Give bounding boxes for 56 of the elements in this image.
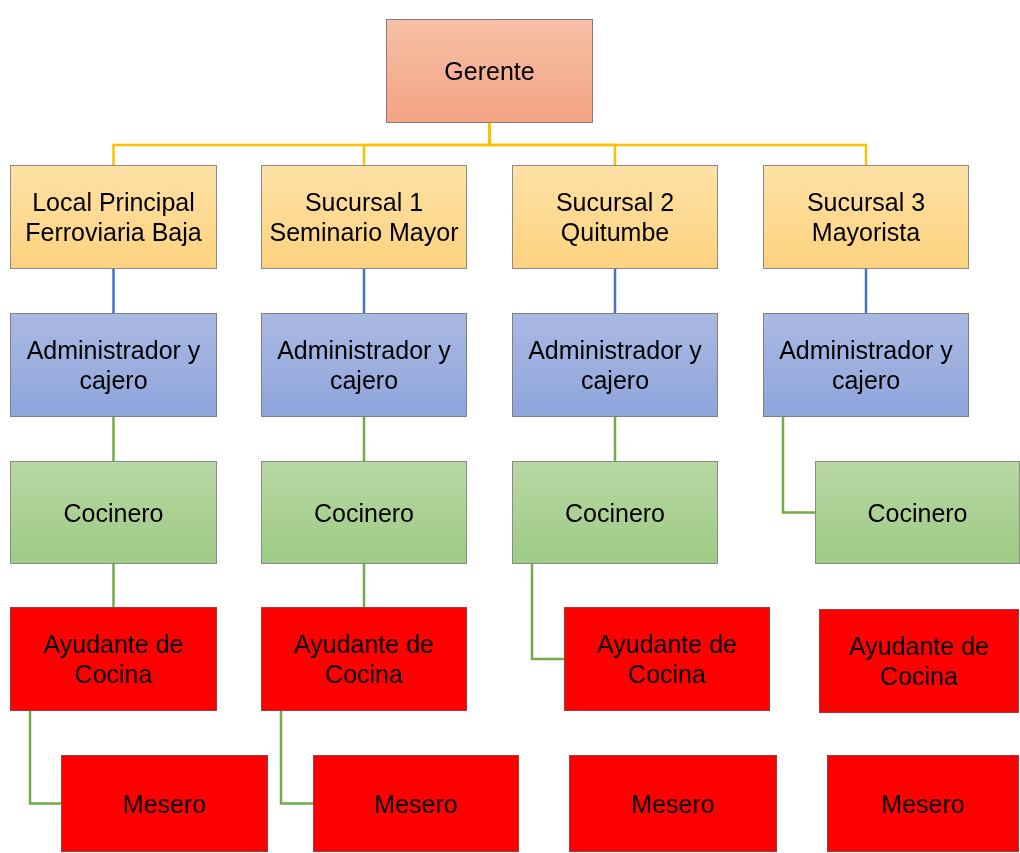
- role-label: Local Principal Ferroviaria Baja: [24, 187, 203, 247]
- role-label: Cocinero: [564, 497, 666, 528]
- org-chart-box: [313, 755, 519, 852]
- connector-line: [112, 417, 115, 461]
- connector-line: [112, 269, 115, 313]
- role-label: Administrador y cajero: [527, 335, 703, 395]
- connector-line: [530, 564, 564, 661]
- role-label: Sucursal 3 Mayorista: [805, 187, 927, 247]
- connector-line: [488, 123, 868, 165]
- connector-line: [613, 269, 617, 313]
- org-chart-box: [261, 607, 467, 711]
- role-label: Ayudante de Cocina: [848, 631, 990, 691]
- role-label: Ayudante de Cocina: [293, 629, 435, 689]
- connector-line: [362, 564, 366, 607]
- org-chart-box: [512, 165, 718, 269]
- role-label: Cocinero: [867, 497, 968, 528]
- role-label: Mesero: [881, 788, 965, 819]
- org-chart-box: [386, 19, 593, 123]
- role-label: Ayudante de Cocina: [42, 629, 185, 689]
- role-label: Mesero: [122, 788, 207, 819]
- connector-line: [613, 417, 617, 461]
- org-chart-box: [564, 607, 770, 711]
- role-label: Sucursal 1 Seminario Mayor: [268, 187, 460, 247]
- org-chart-box: [10, 165, 217, 269]
- org-chart-box: [763, 165, 969, 269]
- role-label: Administrador y cajero: [276, 335, 452, 395]
- role-label: Mesero: [374, 788, 458, 819]
- role-label: Cocinero: [313, 497, 415, 528]
- connector-line: [112, 564, 115, 607]
- connector-line: [781, 417, 815, 514]
- role-label: Mesero: [631, 788, 715, 819]
- org-chart-box: [763, 313, 969, 417]
- org-chart-box: [10, 461, 217, 564]
- org-chart-box: [569, 755, 777, 852]
- role-label: Ayudante de Cocina: [596, 629, 738, 689]
- org-chart-box: [815, 461, 1020, 564]
- org-chart-box: [10, 313, 217, 417]
- org-chart-box: [827, 755, 1019, 852]
- role-label: Administrador y cajero: [778, 335, 954, 395]
- connector-line: [279, 711, 313, 805]
- org-chart-box: [10, 607, 217, 711]
- org-chart-box: [819, 609, 1019, 713]
- org-chart-box: [261, 461, 467, 564]
- org-chart-box: [261, 165, 467, 269]
- role-label: Sucursal 2 Quitumbe: [554, 187, 676, 247]
- role-label: Gerente: [444, 56, 535, 86]
- org-chart-box: [261, 313, 467, 417]
- org-chart-box: [61, 755, 268, 852]
- org-chart-box: [512, 461, 718, 564]
- role-label: Cocinero: [63, 497, 164, 528]
- org-chart-box: [512, 313, 718, 417]
- connector-line: [362, 417, 366, 461]
- connector-line: [864, 269, 868, 313]
- role-label: Administrador y cajero: [25, 335, 202, 395]
- connector-line: [362, 269, 366, 313]
- connector-line: [28, 711, 61, 805]
